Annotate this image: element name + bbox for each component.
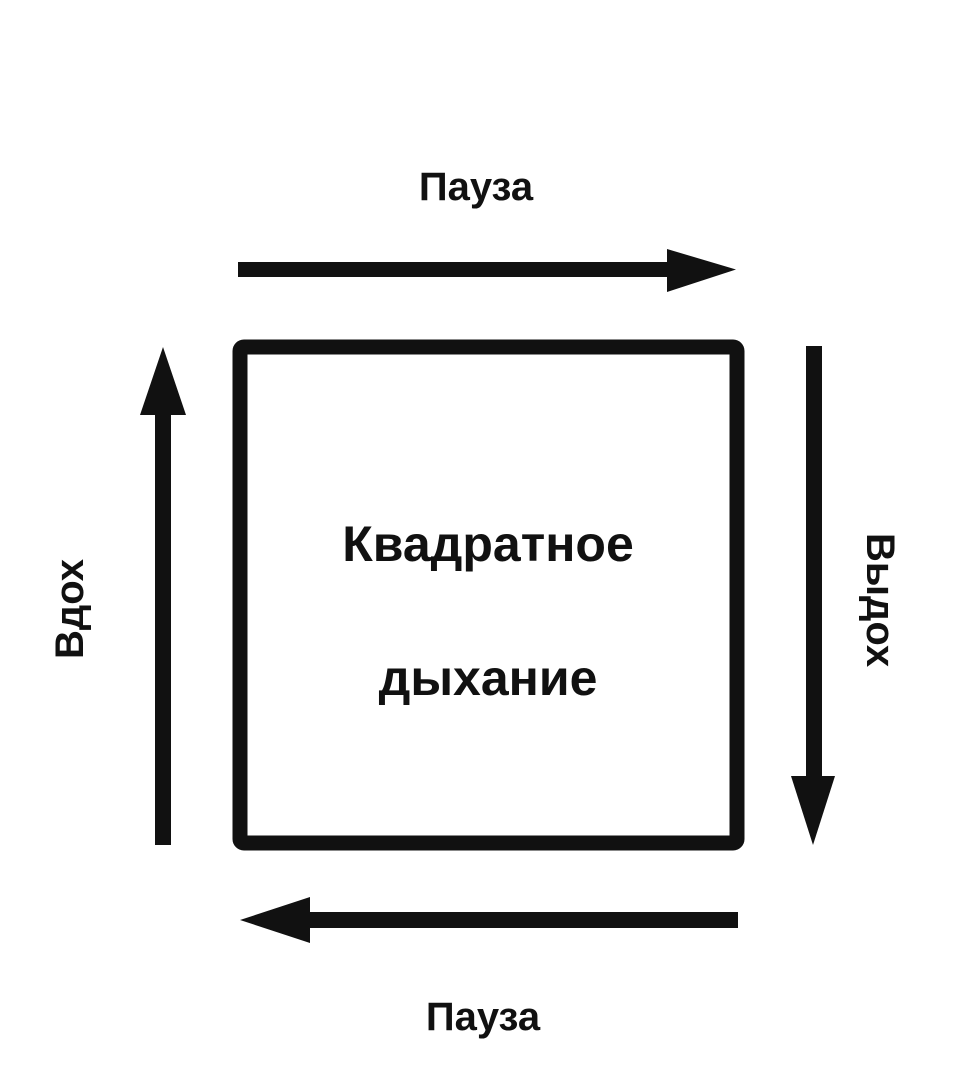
- right-arrow-down-icon: [791, 346, 835, 845]
- breathing-square: [232, 339, 745, 851]
- bottom-arrow-left-icon: [240, 897, 738, 943]
- center-title-line2: дыхание: [378, 650, 598, 706]
- top-arrow-right-icon: [238, 249, 736, 292]
- left-arrow-up-icon: [140, 347, 186, 845]
- center-title-line1: Квадратное: [342, 516, 634, 572]
- inhale-label: Вдох: [48, 559, 92, 659]
- exhale-label: Выдох: [858, 532, 902, 668]
- top-pause-label: Пауза: [418, 165, 534, 209]
- bottom-pause-label: Пауза: [425, 995, 541, 1039]
